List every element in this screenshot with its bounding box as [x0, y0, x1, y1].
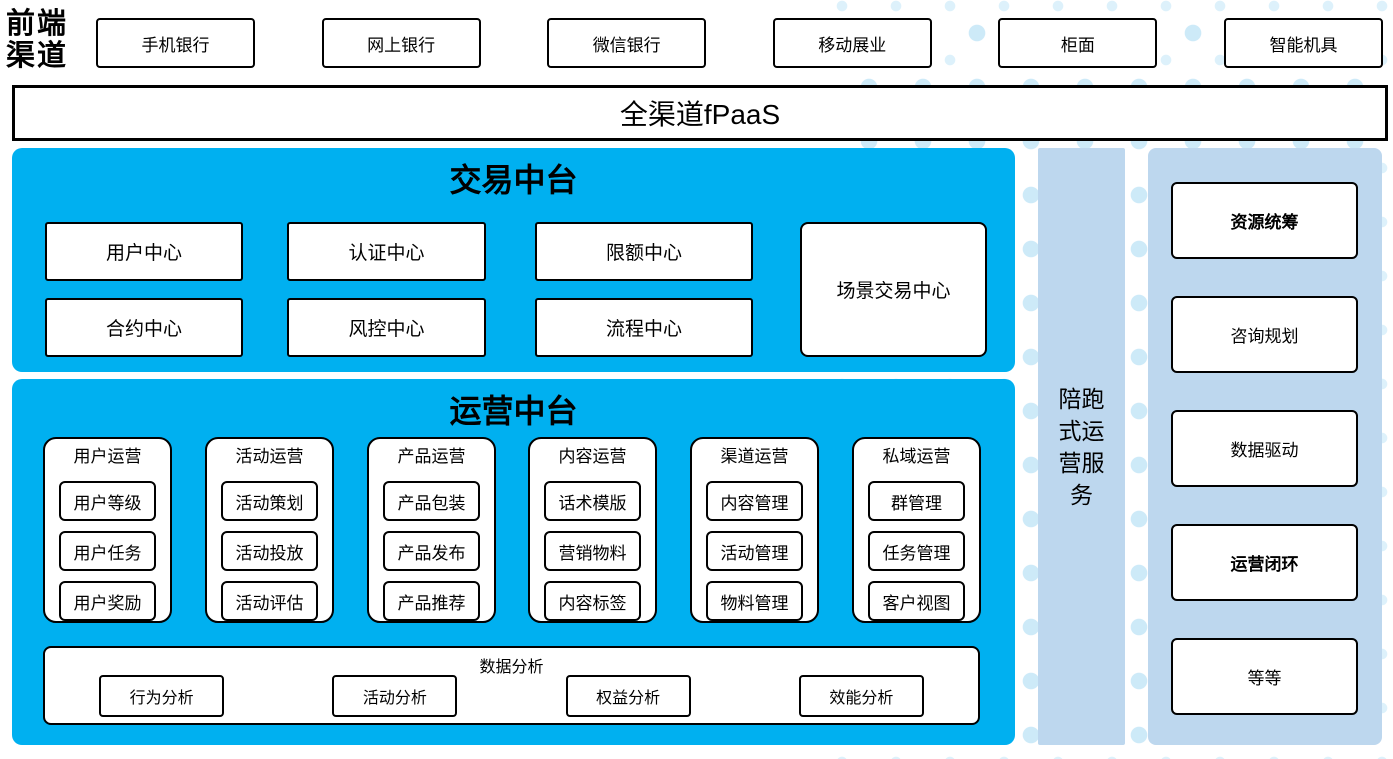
- ops-item: 话术模版: [544, 481, 641, 521]
- service-box-data-driven: 数据驱动: [1171, 410, 1358, 487]
- ops-item: 用户任务: [59, 531, 156, 571]
- center-box-risk: 风控中心: [287, 298, 486, 357]
- data-analysis-slot: 行为分析: [45, 675, 278, 717]
- data-analysis-title: 数据分析: [479, 659, 544, 676]
- center-box-scene-transaction: 场景交易中心: [800, 222, 987, 357]
- ops-column-title: 私域运营: [882, 447, 951, 466]
- channel-box-smart-devices: 智能机具: [1223, 18, 1383, 68]
- center-box-auth: 认证中心: [287, 222, 486, 281]
- ops-column-private-domain: 私域运营 群管理 任务管理 客户视图: [852, 437, 981, 623]
- ops-item: 活动管理: [706, 531, 803, 571]
- data-analysis-panel: 数据分析 行为分析 活动分析 权益分析 效能分析: [43, 646, 980, 725]
- ops-column-title: 用户运营: [73, 447, 142, 466]
- service-box-operation-loop: 运营闭环: [1171, 524, 1358, 601]
- ops-item: 群管理: [868, 481, 965, 521]
- ops-column-channel: 渠道运营 内容管理 活动管理 物料管理: [690, 437, 819, 623]
- ops-column-user: 用户运营 用户等级 用户任务 用户奖励: [43, 437, 172, 623]
- center-box-limit: 限额中心: [535, 222, 753, 281]
- center-box-process: 流程中心: [535, 298, 753, 357]
- ops-item: 任务管理: [868, 531, 965, 571]
- ops-item: 产品发布: [383, 531, 480, 571]
- ops-column-product: 产品运营 产品包装 产品发布 产品推荐: [367, 437, 496, 623]
- transaction-platform-panel: 交易中台 用户中心 认证中心 限额中心 合约中心 风控中心 流程中心 场景交易中…: [12, 148, 1015, 372]
- channel-box-mobile-marketing: 移动展业: [772, 18, 932, 68]
- ops-item: 物料管理: [706, 581, 803, 621]
- analysis-box-behavior: 行为分析: [99, 675, 225, 717]
- ops-column-title: 活动运营: [235, 447, 304, 466]
- data-analysis-slot: 活动分析: [278, 675, 511, 717]
- service-box-etc: 等等: [1171, 638, 1358, 715]
- ops-item: 用户等级: [59, 481, 156, 521]
- front-channels-row: 手机银行 网上银行 微信银行 移动展业 柜面 智能机具: [96, 18, 1383, 68]
- ops-item: 活动投放: [221, 531, 318, 571]
- channel-box-online-banking: 网上银行: [321, 18, 481, 68]
- ops-item: 营销物料: [544, 531, 641, 571]
- analysis-box-efficiency: 效能分析: [798, 675, 924, 717]
- operation-platform-title: 运营中台: [449, 393, 578, 429]
- operation-platform-panel: 运营中台 用户运营 用户等级 用户任务 用户奖励 活动运营 活动策划 活动投放 …: [12, 379, 1015, 745]
- center-box-contract: 合约中心: [45, 298, 243, 357]
- right-services-panel: 资源统筹 咨询规划 数据驱动 运营闭环 等等: [1148, 148, 1382, 745]
- front-channels-label: 前端渠道: [6, 8, 69, 72]
- service-box-resource-coordination: 资源统筹: [1171, 182, 1358, 259]
- data-analysis-row: 行为分析 活动分析 权益分析 效能分析: [45, 675, 978, 717]
- accompanying-service-bar: 陪跑式运营服务: [1038, 148, 1125, 745]
- channel-box-wechat-banking: 微信银行: [547, 18, 707, 68]
- channel-box-mobile-banking: 手机银行: [96, 18, 255, 68]
- accompanying-service-label: 陪跑式运营服务: [1058, 385, 1105, 508]
- ops-item: 活动策划: [221, 481, 318, 521]
- ops-item: 产品包装: [383, 481, 480, 521]
- ops-item: 活动评估: [221, 581, 318, 621]
- analysis-box-activity: 活动分析: [332, 675, 458, 717]
- data-analysis-slot: 效能分析: [745, 675, 978, 717]
- ops-item: 产品推荐: [383, 581, 480, 621]
- service-box-consulting-planning: 咨询规划: [1171, 296, 1358, 373]
- ops-column-activity: 活动运营 活动策划 活动投放 活动评估: [205, 437, 334, 623]
- ops-column-content: 内容运营 话术模版 营销物料 内容标签: [528, 437, 657, 623]
- ops-column-title: 内容运营: [558, 447, 627, 466]
- ops-column-title: 渠道运营: [720, 447, 789, 466]
- ops-item: 内容标签: [544, 581, 641, 621]
- data-analysis-slot: 权益分析: [512, 675, 745, 717]
- ops-item: 客户视图: [868, 581, 965, 621]
- transaction-platform-title: 交易中台: [449, 162, 578, 198]
- ops-item: 内容管理: [706, 481, 803, 521]
- fpaas-bar: 全渠道fPaaS: [12, 85, 1388, 141]
- analysis-box-rights: 权益分析: [565, 675, 691, 717]
- center-box-user: 用户中心: [45, 222, 243, 281]
- ops-column-title: 产品运营: [397, 447, 466, 466]
- ops-item: 用户奖励: [59, 581, 156, 621]
- channel-box-counter: 柜面: [998, 18, 1158, 68]
